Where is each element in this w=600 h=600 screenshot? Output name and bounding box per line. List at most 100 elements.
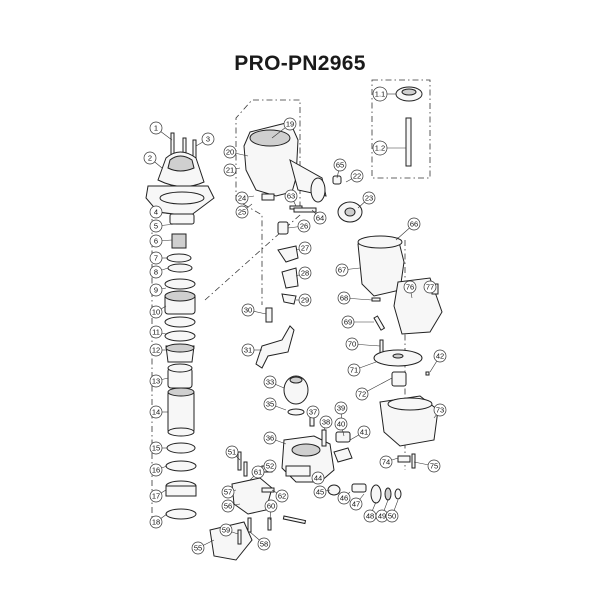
callout-number: 47: [352, 500, 360, 509]
callout-number: 67: [338, 266, 346, 275]
callout-number: 65: [336, 161, 344, 170]
callout-number: 75: [430, 462, 438, 471]
part-callout: 56: [221, 499, 235, 513]
callout-circle: [263, 459, 277, 473]
callout-circle: [219, 523, 233, 537]
callout-circle: [334, 401, 348, 415]
callout-number: 17: [152, 492, 160, 501]
callout-number: 64: [316, 214, 324, 223]
part-callout: 55: [191, 541, 205, 555]
part-callout: 41: [357, 425, 371, 439]
callout-circle: [225, 445, 239, 459]
part-callout: 8: [149, 265, 163, 279]
part-callout: 39: [334, 401, 348, 415]
part-callout: 69: [341, 315, 355, 329]
callout-circle: [297, 219, 311, 233]
part-callout: 31: [241, 343, 255, 357]
callout-number: 70: [348, 340, 356, 349]
part-callout: 50: [385, 509, 399, 523]
callout-circle: [341, 315, 355, 329]
part-callout: 48: [363, 509, 377, 523]
callout-circle: [149, 283, 163, 297]
callout-number: 49: [378, 512, 386, 521]
callout-circle: [345, 337, 359, 351]
callout-circle: [284, 189, 298, 203]
callout-circle: [241, 343, 255, 357]
callout-number: 56: [224, 502, 232, 511]
callout-circle: [423, 280, 437, 294]
part-callout: 37: [306, 405, 320, 419]
callout-circle: [235, 205, 249, 219]
callout-circle: [149, 325, 163, 339]
part-callout: 42: [433, 349, 447, 363]
upper-right-parts: [293, 86, 423, 223]
part-callout: 13: [149, 374, 163, 388]
callout-number: 38: [322, 418, 330, 427]
callout-circle: [337, 491, 351, 505]
callout-circle: [149, 405, 163, 419]
callout-number: 58: [260, 540, 268, 549]
callout-circle: [433, 349, 447, 363]
callout-number: 16: [152, 466, 160, 475]
callout-circle: [311, 471, 325, 485]
callout-circle: [298, 241, 312, 255]
part-callout: 47: [349, 497, 363, 511]
callout-number: 77: [426, 283, 434, 292]
callout-number: 19: [286, 120, 294, 129]
callout-circle: [223, 163, 237, 177]
part-callout: 33: [263, 375, 277, 389]
callout-number: 48: [366, 512, 374, 521]
callout-circle: [313, 211, 327, 225]
callout-number: 68: [340, 294, 348, 303]
part-callout: 3: [201, 132, 215, 146]
callout-number: 37: [309, 408, 317, 417]
part-callout: 71: [347, 363, 361, 377]
callout-number: 55: [194, 544, 202, 553]
part-callout: 11: [149, 325, 163, 339]
part-callout: 24: [235, 191, 249, 205]
part-callout: 28: [298, 266, 312, 280]
callout-circle: [337, 291, 351, 305]
part-callout: 14: [149, 405, 163, 419]
part-callout: 9: [149, 283, 163, 297]
callout-number: 66: [410, 220, 418, 229]
callout-circle: [263, 431, 277, 445]
callout-number: 8: [154, 268, 158, 277]
callout-number: 33: [266, 378, 274, 387]
callout-number: 1.1: [375, 90, 385, 99]
part-callout: 26: [297, 219, 311, 233]
part-callout: 58: [257, 537, 271, 551]
callout-number: 73: [436, 406, 444, 415]
callout-number: 39: [337, 404, 345, 413]
callout-number: 35: [266, 400, 274, 409]
callout-circle: [313, 485, 327, 499]
callout-circle: [221, 485, 235, 499]
callout-circle: [257, 537, 271, 551]
part-callout: 45: [313, 485, 327, 499]
part-callout: 74: [379, 455, 393, 469]
callout-circle: [372, 140, 388, 156]
callout-circle: [235, 191, 249, 205]
callout-circle: [306, 405, 320, 419]
part-callout: 20: [223, 145, 237, 159]
callout-number: 5: [154, 222, 158, 231]
part-callout: 70: [345, 337, 359, 351]
callout-number: 30: [244, 306, 252, 315]
callout-number: 60: [267, 502, 275, 511]
callout-circle: [143, 151, 157, 165]
callout-circle: [149, 205, 163, 219]
callout-number: 50: [388, 512, 396, 521]
part-callout: 17: [149, 489, 163, 503]
part-callout: 4: [149, 205, 163, 219]
callout-number: 51: [228, 448, 236, 457]
part-callouts: 1234567891011121314151617181920212223242…: [143, 86, 447, 555]
callout-circle: [149, 441, 163, 455]
callout-circle: [149, 265, 163, 279]
part-callout: 64: [313, 211, 327, 225]
part-callout: 40: [334, 417, 348, 431]
part-callout: 19: [283, 117, 297, 131]
callout-number: 1: [154, 124, 158, 133]
callout-circle: [319, 415, 333, 429]
callout-circle: [263, 397, 277, 411]
callout-number: 69: [344, 318, 352, 327]
